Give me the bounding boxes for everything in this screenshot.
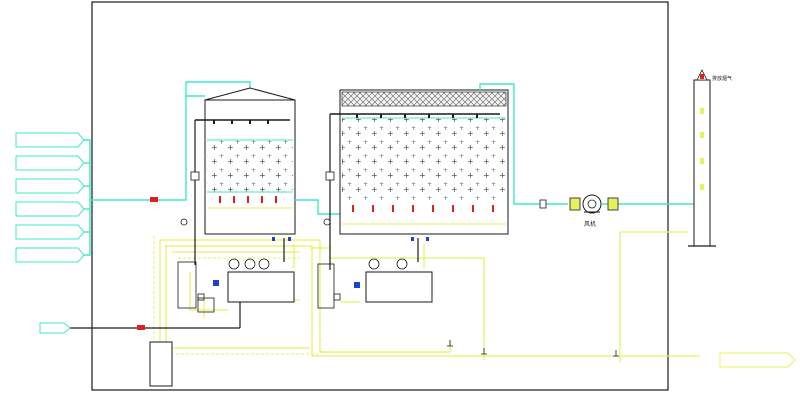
inlet-tag[interactable] <box>15 155 85 171</box>
gas-crossover <box>295 199 340 215</box>
water-inlet-tag[interactable] <box>39 322 71 334</box>
fan-label: 风机 <box>584 220 596 228</box>
tank-1[interactable] <box>227 258 295 303</box>
inlet-manifold <box>84 81 251 256</box>
inlet-tag[interactable] <box>15 132 85 148</box>
dosing-skid-left[interactable] <box>177 261 215 313</box>
tank-2[interactable] <box>365 258 433 303</box>
left-scrubber-tower[interactable] <box>195 87 296 235</box>
inlet-tag[interactable] <box>15 178 85 194</box>
exhaust-fan[interactable]: 风机 <box>582 194 602 228</box>
outlet-tag[interactable] <box>719 352 796 368</box>
stack-label: 排放烟气 <box>712 75 732 82</box>
dosing-skid-right[interactable] <box>317 263 335 309</box>
blue-markers <box>213 237 429 288</box>
inlet-tag[interactable] <box>15 224 85 240</box>
water-in-valve-red[interactable] <box>137 325 145 330</box>
tank-3[interactable] <box>149 341 173 387</box>
inlet-tags <box>15 132 85 263</box>
drawing-frame <box>91 1 669 391</box>
valves[interactable] <box>180 171 341 301</box>
gas-outlet-line <box>479 83 694 205</box>
inlet-tag[interactable] <box>15 201 85 217</box>
right-biofilter-tower[interactable] <box>330 89 509 235</box>
gas-outlet-fittings <box>539 197 619 211</box>
inlet-valve-red[interactable] <box>150 197 158 202</box>
exhaust-stack[interactable]: 排放烟气 <box>688 69 732 247</box>
inlet-tag[interactable] <box>15 247 85 263</box>
drain-taps <box>447 340 619 357</box>
